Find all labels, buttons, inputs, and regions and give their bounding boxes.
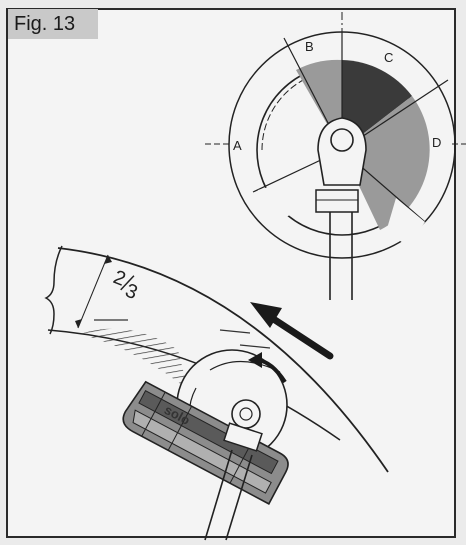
fraction-denominator: 3 xyxy=(122,280,141,305)
rotation-arrow-icon xyxy=(248,352,287,384)
inner-dashed-arc xyxy=(261,69,341,151)
cut-area-hatch xyxy=(80,328,188,390)
brace xyxy=(44,245,63,335)
arrow-icon xyxy=(250,302,334,360)
lower-gear-head xyxy=(223,399,263,452)
fraction-numerator: 2 xyxy=(110,266,129,291)
dimension-line xyxy=(77,254,109,329)
zone-label-c: C xyxy=(384,50,393,65)
gear-hub xyxy=(330,128,354,152)
zone-diagram: A B C D xyxy=(205,12,466,300)
lower-shaft-right xyxy=(225,454,253,541)
fraction-label: 2 3 xyxy=(110,266,141,305)
zone-label-b: B xyxy=(305,39,314,54)
lower-shaft-left xyxy=(204,449,233,541)
figure-label: Fig. 13 xyxy=(8,9,98,39)
shaft-clamp xyxy=(315,189,359,213)
zone-label-d: D xyxy=(432,135,441,150)
sector-d xyxy=(342,96,430,230)
zone-label-a: A xyxy=(233,138,242,153)
cutting-scene: 2 3 xyxy=(44,245,389,541)
